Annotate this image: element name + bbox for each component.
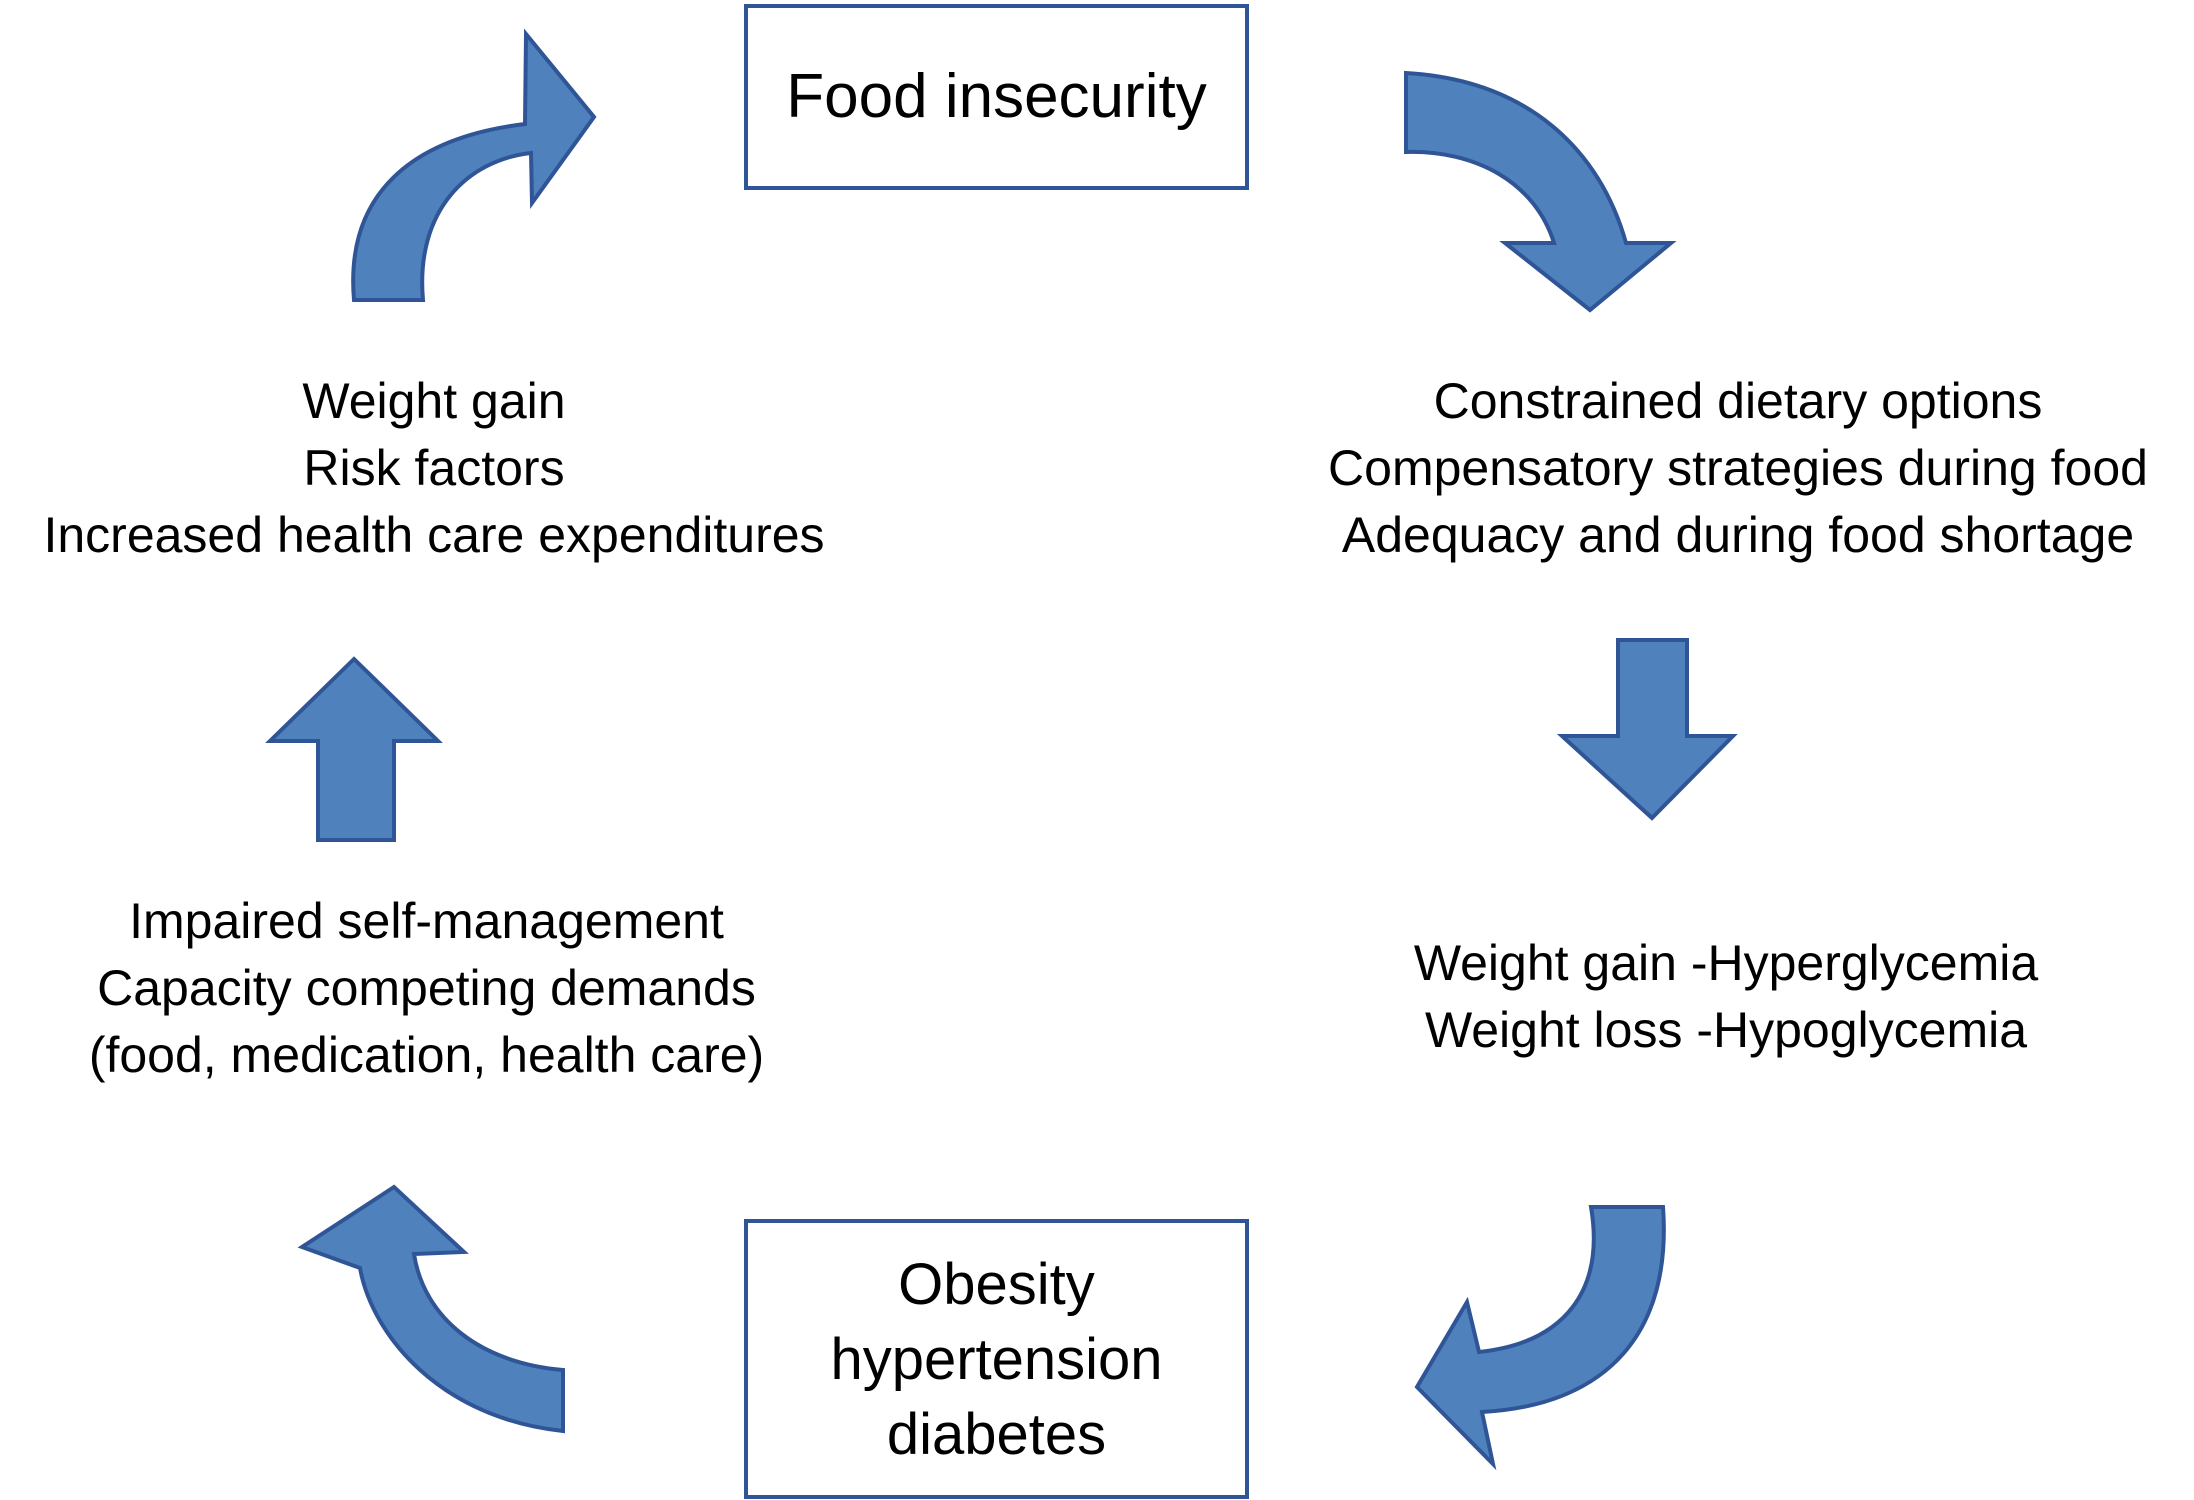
dietary-options-text: Constrained dietary options Compensatory… [1282,368,2194,569]
glycemia-text: Weight gain -Hyperglycemia Weight loss -… [1282,930,2170,1064]
up-arrow-left-icon [265,656,443,842]
text-line: Increased health care expenditures [43,507,825,563]
text-line: Impaired self-management [129,893,724,949]
food-insecurity-box: Food insecurity [744,4,1249,190]
self-management-text: Impaired self-management Capacity compet… [0,888,853,1089]
text-line: Capacity competing demands [97,960,756,1016]
box-line: Obesity [898,1251,1095,1317]
text-line: Weight gain -Hyperglycemia [1413,935,2039,991]
text-line: Compensatory strategies during food [1328,440,2148,496]
food-insecurity-label: Food insecurity [786,62,1207,131]
curved-arrow-bottom-right-icon [1414,1205,1666,1471]
text-line: Constrained dietary options [1433,373,2043,429]
curved-arrow-bottom-left-icon [297,1184,565,1434]
down-arrow-right-icon [1556,638,1738,821]
box-line: hypertension [830,1326,1163,1392]
chronic-disease-box: Obesity hypertension diabetes [744,1219,1249,1499]
weight-gain-risk-text: Weight gain Risk factors Increased healt… [0,368,868,569]
text-line: Weight loss -Hypoglycemia [1424,1002,2028,1058]
curved-arrow-top-left-icon [351,28,597,302]
curved-arrow-top-right-icon [1404,70,1677,313]
text-line: Adequacy and during food shortage [1341,507,2135,563]
text-line: Weight gain [302,373,566,429]
text-line: Risk factors [303,440,565,496]
box-line: diabetes [886,1401,1107,1467]
text-line: (food, medication, health care) [88,1027,765,1083]
